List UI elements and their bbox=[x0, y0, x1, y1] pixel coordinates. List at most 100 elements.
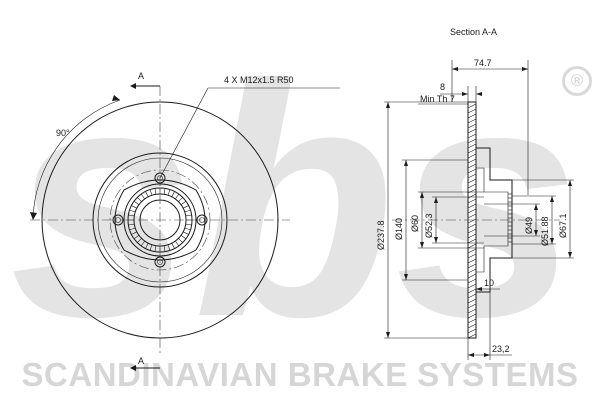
dim-thickness: 8 bbox=[440, 82, 445, 92]
rotation-arrowhead-bottom bbox=[30, 212, 37, 220]
rotation-label: 90° bbox=[56, 128, 70, 138]
abs-tooth bbox=[163, 188, 166, 195]
abs-tooth bbox=[145, 191, 149, 197]
abs-tooth bbox=[128, 214, 135, 217]
hatch-line bbox=[467, 243, 477, 249]
hatch-line bbox=[467, 258, 477, 264]
hub-inner-outline bbox=[476, 167, 509, 273]
dim-offset-10: 10 bbox=[484, 278, 494, 288]
hatch-line bbox=[467, 278, 477, 284]
hatch-line bbox=[467, 298, 477, 304]
hatch-line bbox=[467, 293, 477, 299]
abs-tooth bbox=[184, 209, 191, 213]
dim-diameter-51-88: Ø51.88 bbox=[540, 216, 550, 246]
abs-tooth bbox=[178, 197, 183, 202]
abs-tone-ring-teeth bbox=[128, 188, 192, 252]
hatch-line bbox=[467, 313, 477, 319]
dim-diameter-67-1: Ø67.1 bbox=[558, 213, 568, 238]
hatch-line bbox=[467, 143, 477, 149]
hatch-line bbox=[467, 193, 477, 199]
abs-tooth bbox=[129, 209, 136, 213]
front-view: A A 90° 4 X M12x1.5 R50 bbox=[30, 71, 340, 371]
hatch-line bbox=[467, 133, 477, 139]
hatch-line bbox=[467, 303, 477, 309]
abs-tooth bbox=[137, 197, 142, 202]
abs-tooth bbox=[140, 193, 145, 200]
hub-abs-teeth bbox=[508, 193, 512, 243]
abs-tooth bbox=[154, 245, 157, 252]
abs-tooth bbox=[133, 200, 140, 205]
hatch-line bbox=[467, 308, 477, 314]
section-marker-top: A bbox=[138, 71, 144, 81]
abs-tooth bbox=[180, 235, 187, 240]
hatch-line bbox=[467, 188, 477, 194]
abs-tooth bbox=[154, 188, 157, 195]
hatch-line bbox=[467, 153, 477, 159]
abs-tooth bbox=[185, 214, 192, 217]
disc-plate-hatching bbox=[467, 103, 477, 339]
hatch-line bbox=[467, 113, 477, 119]
abs-tooth bbox=[140, 240, 145, 247]
hatch-line bbox=[467, 178, 477, 184]
brand-watermark-text: SCANDINAVIAN BRAKE SYSTEMS bbox=[21, 356, 579, 393]
abs-tooth bbox=[149, 244, 153, 251]
abs-tooth bbox=[131, 231, 137, 235]
hatch-line bbox=[467, 108, 477, 114]
abs-tooth bbox=[167, 189, 171, 196]
hatch-line bbox=[467, 148, 477, 154]
bolt-callout-text: 4 X M12x1.5 R50 bbox=[224, 75, 294, 85]
hatch-line bbox=[467, 263, 477, 269]
hatch-line bbox=[467, 323, 477, 329]
hatch-line bbox=[467, 333, 477, 339]
hatch-line bbox=[467, 163, 477, 169]
section-view: Section A-A 74.7 bbox=[376, 27, 574, 360]
hub-body-outline bbox=[476, 147, 513, 293]
hatch-line bbox=[467, 318, 477, 324]
hatch-line bbox=[467, 173, 477, 179]
hatch-line bbox=[467, 328, 477, 334]
hatch-line bbox=[467, 268, 477, 274]
dim-min-thickness: Min Th 7 bbox=[420, 94, 455, 104]
abs-tooth bbox=[145, 243, 149, 249]
hatch-line bbox=[467, 218, 477, 224]
hatch-line bbox=[467, 158, 477, 164]
abs-tooth bbox=[184, 227, 191, 231]
section-arrow-top bbox=[130, 83, 160, 89]
abs-tooth bbox=[178, 238, 183, 243]
abs-tooth bbox=[129, 227, 136, 231]
hatch-line bbox=[467, 223, 477, 229]
abs-tooth bbox=[137, 238, 142, 243]
abs-tooth bbox=[167, 244, 171, 251]
abs-tooth bbox=[171, 243, 175, 249]
hatch-line bbox=[467, 283, 477, 289]
hatch-line bbox=[467, 273, 477, 279]
abs-tooth bbox=[149, 189, 153, 196]
hatch-line bbox=[467, 208, 477, 214]
section-arrow-bottom bbox=[130, 365, 160, 371]
hatch-line bbox=[467, 183, 477, 189]
hatch-line bbox=[467, 118, 477, 124]
hub-flange-outline bbox=[114, 179, 206, 261]
hatch-line bbox=[467, 123, 477, 129]
abs-tooth bbox=[175, 193, 180, 200]
section-marker-bottom: A bbox=[138, 356, 144, 366]
hatch-line bbox=[467, 248, 477, 254]
abs-tooth bbox=[133, 235, 140, 240]
abs-tooth bbox=[180, 200, 187, 205]
rotation-arc bbox=[32, 99, 121, 221]
abs-tooth bbox=[163, 245, 166, 252]
dim-outer-diameter: Ø237.8 bbox=[376, 220, 386, 250]
dim-diameter-49: Ø49 bbox=[524, 217, 534, 234]
hatch-line bbox=[467, 233, 477, 239]
abs-tooth bbox=[175, 240, 180, 247]
section-title: Section A-A bbox=[450, 27, 497, 37]
hatch-line bbox=[467, 128, 477, 134]
hatch-line bbox=[467, 228, 477, 234]
abs-tooth bbox=[183, 231, 189, 235]
dim-overall-height: 74.7 bbox=[474, 58, 492, 68]
hatch-line bbox=[467, 198, 477, 204]
hatch-line bbox=[467, 168, 477, 174]
dim-offset-23-2: 23,2 bbox=[492, 344, 510, 354]
